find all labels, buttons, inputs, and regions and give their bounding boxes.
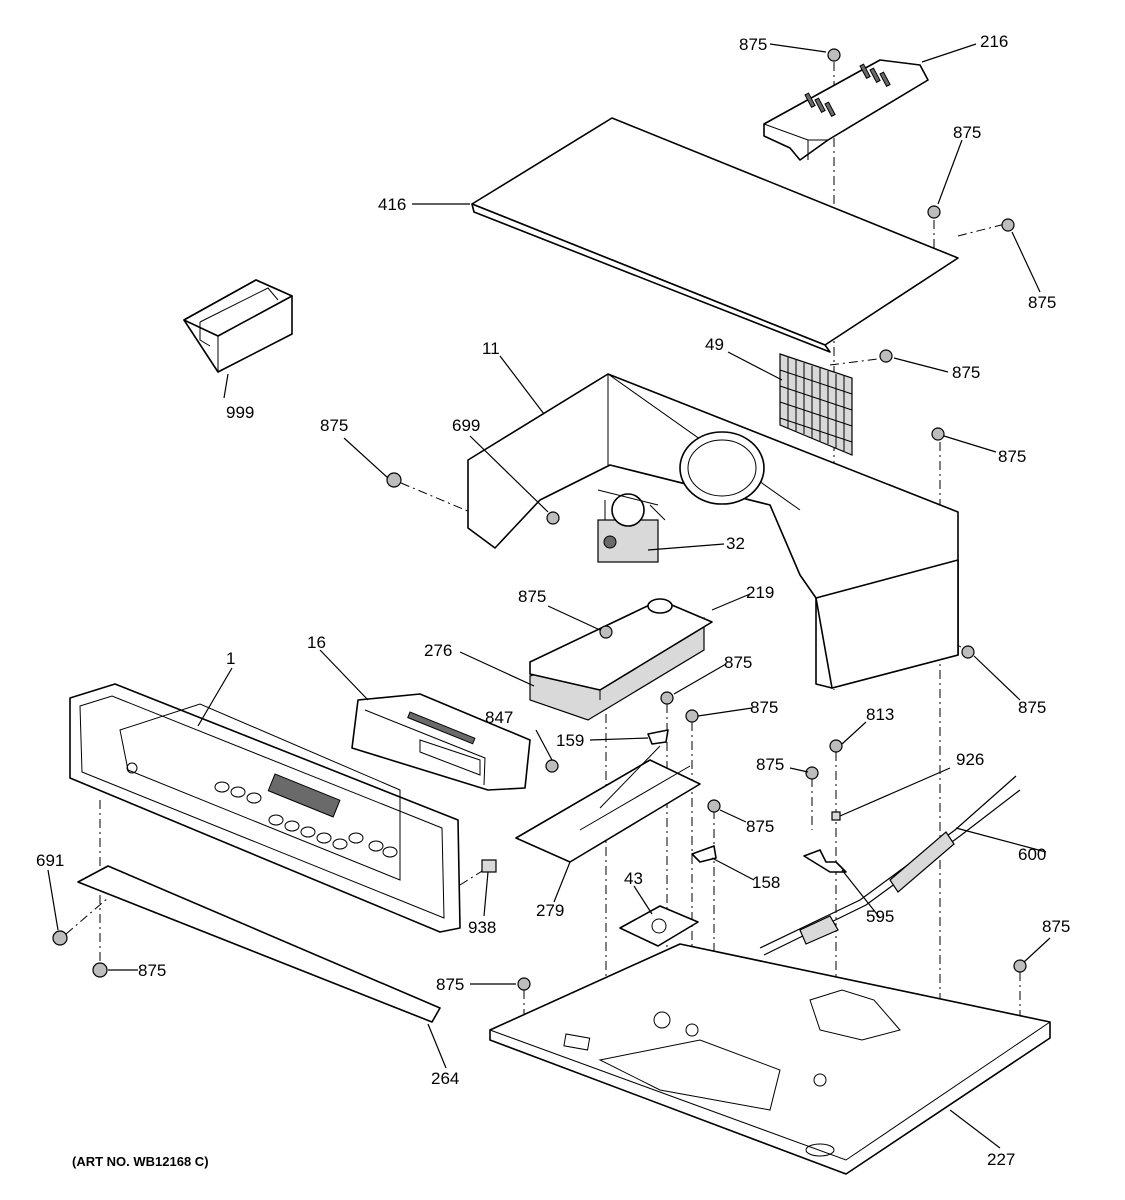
- part-600-wire-harness[interactable]: [759, 775, 1021, 956]
- label-875[interactable]: 875: [952, 363, 980, 382]
- label-159[interactable]: 159: [556, 731, 584, 750]
- part-279-duct[interactable]: [515, 745, 701, 863]
- label-16[interactable]: 16: [307, 633, 326, 652]
- label-875[interactable]: 875: [724, 653, 752, 672]
- screw-699[interactable]: [546, 511, 560, 525]
- label-219[interactable]: 219: [746, 583, 774, 602]
- screw-875[interactable]: [660, 691, 674, 705]
- part-595-clamp[interactable]: [803, 849, 847, 873]
- label-49[interactable]: 49: [705, 335, 724, 354]
- part-219-duct-cover[interactable]: [529, 598, 713, 700]
- screw-875[interactable]: [707, 799, 721, 813]
- label-416[interactable]: 416: [378, 195, 406, 214]
- label-595[interactable]: 595: [866, 907, 894, 926]
- label-875[interactable]: 875: [756, 755, 784, 774]
- label-227[interactable]: 227: [987, 1150, 1015, 1169]
- part-labels: 875 216 875 416 875 999 49 875 11 875 69…: [36, 32, 1070, 1169]
- label-875[interactable]: 875: [138, 961, 166, 980]
- label-875[interactable]: 875: [998, 447, 1026, 466]
- part-847-grommet[interactable]: [545, 759, 559, 773]
- screw-875[interactable]: [805, 766, 819, 780]
- label-279[interactable]: 279: [536, 901, 564, 920]
- screw-875[interactable]: [517, 977, 531, 991]
- leader-lines: [47, 43, 1051, 1149]
- label-158[interactable]: 158: [752, 873, 780, 892]
- screw-875[interactable]: [1001, 218, 1015, 232]
- part-938-clip[interactable]: [481, 859, 497, 873]
- label-875[interactable]: 875: [750, 698, 778, 717]
- screw-875[interactable]: [685, 709, 699, 723]
- screw-875[interactable]: [827, 48, 841, 62]
- screws: [52, 48, 1027, 991]
- label-276[interactable]: 276: [424, 641, 452, 660]
- label-11[interactable]: 11: [482, 339, 500, 358]
- part-32-fan-motor[interactable]: [597, 489, 666, 563]
- label-32[interactable]: 32: [726, 534, 745, 553]
- part-11-rear-housing[interactable]: [467, 373, 959, 689]
- screw-875[interactable]: [931, 427, 945, 441]
- part-158-bracket[interactable]: [691, 845, 717, 863]
- label-875[interactable]: 875: [1028, 293, 1056, 312]
- part-999-box[interactable]: [183, 279, 293, 373]
- screw-875[interactable]: [961, 645, 975, 659]
- label-1[interactable]: 1: [226, 649, 235, 668]
- label-875[interactable]: 875: [1018, 698, 1046, 717]
- label-847[interactable]: 847: [485, 708, 513, 727]
- part-227-base-pan[interactable]: [489, 943, 1051, 1175]
- part-49-mesh-screen[interactable]: [779, 353, 853, 456]
- part-16-control-board[interactable]: [351, 693, 531, 791]
- screw-875[interactable]: [599, 625, 613, 639]
- label-699[interactable]: 699: [452, 416, 480, 435]
- label-938[interactable]: 938: [468, 918, 496, 937]
- label-875[interactable]: 875: [436, 975, 464, 994]
- art-number: (ART NO. WB12168 C): [72, 1154, 209, 1169]
- label-691[interactable]: 691: [36, 851, 64, 870]
- part-1-control-panel[interactable]: [69, 683, 461, 933]
- label-875[interactable]: 875: [1042, 917, 1070, 936]
- label-216[interactable]: 216: [980, 32, 1008, 51]
- label-875[interactable]: 875: [320, 416, 348, 435]
- label-875[interactable]: 875: [739, 35, 767, 54]
- label-600[interactable]: 600: [1018, 845, 1046, 864]
- label-875[interactable]: 875: [518, 587, 546, 606]
- screw-813[interactable]: [829, 739, 843, 753]
- part-926-clip[interactable]: [831, 811, 841, 821]
- screw-875[interactable]: [92, 962, 108, 978]
- label-875[interactable]: 875: [953, 123, 981, 142]
- part-43-plate[interactable]: [619, 905, 699, 947]
- label-999[interactable]: 999: [226, 403, 254, 422]
- screw-875[interactable]: [927, 205, 941, 219]
- part-159-bracket[interactable]: [647, 729, 669, 745]
- label-813[interactable]: 813: [866, 705, 894, 724]
- screw-875[interactable]: [1013, 959, 1027, 973]
- screw-875[interactable]: [879, 349, 893, 363]
- part-216-vent-cover[interactable]: [763, 59, 929, 161]
- label-43[interactable]: 43: [624, 869, 643, 888]
- part-264-trim-strip[interactable]: [77, 865, 441, 1023]
- screw-875[interactable]: [386, 472, 402, 488]
- part-416-top-panel[interactable]: [471, 117, 959, 353]
- label-926[interactable]: 926: [956, 750, 984, 769]
- label-264[interactable]: 264: [431, 1069, 459, 1088]
- label-875[interactable]: 875: [746, 817, 774, 836]
- screw-691[interactable]: [52, 930, 68, 946]
